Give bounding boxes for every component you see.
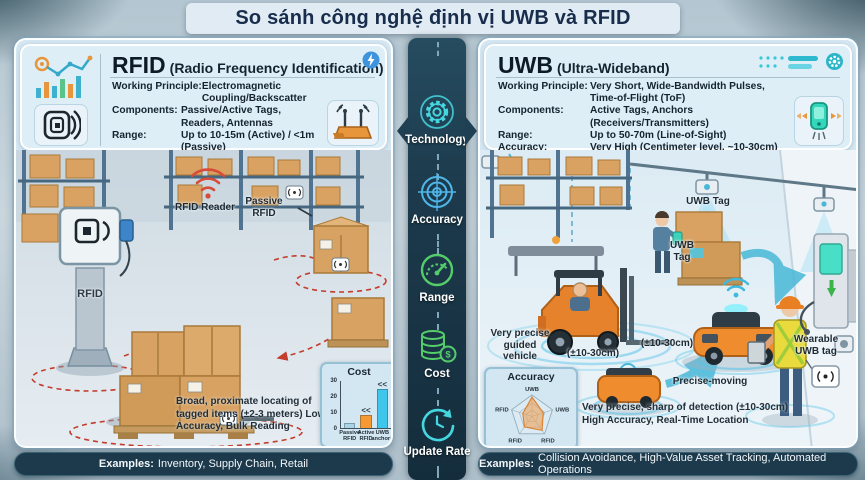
uwb-info-card: UWB(Ultra-Wideband) Working Principle:Ve… [484, 44, 852, 190]
signal-bars-icon [759, 56, 818, 69]
svg-text:UWB: UWB [525, 387, 539, 393]
gauge-icon [420, 253, 454, 287]
target-icon [418, 173, 456, 211]
spec-row: Components:Passive/Active Tags, Readers,… [112, 105, 282, 129]
wearable-tag-label: Wearable UWB tag [793, 334, 839, 357]
ceiling-rail [629, 162, 856, 192]
divider [437, 388, 439, 406]
uwb-name: UWB [498, 52, 553, 78]
divider [100, 54, 101, 146]
rfid-examples-bar: Examples: Inventory, Supply Chain, Retai… [14, 452, 393, 476]
svg-text:RFID: RFID [508, 439, 522, 445]
warehouse-rack [169, 150, 360, 230]
rfid-kiosk-label: RFID [77, 288, 103, 300]
accuracy-radar-chart: Accuracy UWB UWB RFID RFID RFID [484, 367, 578, 446]
svg-text:RFID: RFID [541, 439, 555, 445]
uwb-note: Very precise, sharp of detection (±10-30… [582, 402, 789, 426]
charging-station [799, 233, 856, 335]
uwb-examples-label: Examples: [479, 458, 535, 470]
rfid-antenna-icon [327, 100, 379, 146]
rfid-scene: RFID Reader Passive RFID RFID Broad, pro… [16, 150, 393, 446]
chart-icon [34, 55, 93, 98]
svg-text:$: $ [445, 350, 451, 361]
comparison-item-technology: Technology [405, 92, 469, 146]
uwb-subtitle: (Ultra-Wideband) [556, 60, 670, 76]
clock-refresh-icon [421, 408, 455, 442]
rfid-tag-icon [34, 104, 88, 146]
agv-car [675, 277, 801, 375]
bolt-icon [362, 51, 380, 69]
svg-text:UWB: UWB [555, 408, 569, 414]
spec-row: Working Principle:Very Short, Wide-Bandw… [498, 81, 765, 105]
comparison-column: Technology Accuracy Range [397, 38, 477, 480]
coins-icon: $ [421, 330, 457, 363]
divider [437, 154, 439, 180]
spec-row: Range:Up to 10-15m (Active) / <1m (Passi… [112, 129, 315, 154]
comparison-item-update-rate: Update Rate [403, 404, 471, 458]
rfid-tag-chip-icon [219, 185, 350, 426]
divider [110, 77, 375, 78]
guided-vehicle-label: Very precise guided vehicle [490, 328, 550, 362]
worker-with-tag [653, 211, 743, 286]
page-title: So sánh công nghệ định vị UWB và RFID [235, 7, 631, 29]
cost-chart-title: Cost [347, 366, 371, 378]
divider [437, 312, 439, 330]
range-label-1: (±10-30cm) [566, 348, 620, 359]
rfid-note: Broad, proximate locating of tagged item… [176, 396, 326, 432]
spec-row: Components:Active Tags, Anchors (Receive… [498, 105, 709, 129]
agv-robot [575, 363, 681, 419]
title-bar: So sánh công nghệ định vị UWB và RFID [186, 3, 680, 34]
uwb-examples-text: Collision Avoidance, High-Value Asset Tr… [538, 452, 827, 476]
wall-device-icon [834, 335, 854, 353]
cost-chart-plot: Passive RFID<<Active RFID<<UWB anchors [339, 380, 393, 443]
precise-moving-label: Precise-moving [672, 376, 748, 387]
rfid-reader-signal-icon [190, 168, 226, 199]
accuracy-chart-title: Accuracy [507, 371, 555, 383]
rfid-examples-text: Inventory, Supply Chain, Retail [157, 458, 309, 470]
divider [437, 234, 439, 254]
rfid-kiosk [56, 206, 134, 376]
rfid-name: RFID [112, 52, 166, 78]
divider [437, 42, 439, 56]
gear-icon [826, 53, 843, 70]
svg-text:RFID: RFID [495, 408, 509, 414]
comparison-item-range: Range [408, 250, 466, 304]
spec-row: Range:Up to 50-70m (Line-of-Sight) [498, 129, 727, 141]
rfid-panel: RFID(Radio Frequency Identification) Wor… [14, 38, 393, 448]
comparison-item-cost: $ Cost [408, 326, 466, 380]
rfid-examples-label: Examples: [98, 458, 154, 470]
rfid-reader-label: RFID Reader [174, 202, 235, 213]
rfid-subtitle: (Radio Frequency Identification) [169, 60, 384, 76]
pallet-stack [113, 325, 255, 439]
accuracy-radar-svg: UWB UWB RFID RFID RFID [495, 387, 569, 445]
forklift [538, 268, 672, 355]
rfid-header: RFID(Radio Frequency Identification) [112, 52, 384, 79]
pallet-boxes-right [327, 297, 389, 348]
rfid-info-card: RFID(Radio Frequency Identification) Wor… [20, 44, 387, 202]
uwb-tag-label-2: UWB Tag [670, 240, 694, 263]
comparison-item-accuracy: Accuracy [408, 172, 466, 226]
uwb-tag-label-1: UWB Tag [686, 196, 730, 207]
spec-row: Accuracy:Very High (Centimeter level, ~1… [498, 142, 778, 154]
uwb-scene-illustration [480, 150, 856, 446]
passive-rfid-label: Passive RFID [245, 196, 283, 219]
divider [437, 466, 439, 478]
divider [496, 77, 840, 78]
range-label-2: (±10-30cm) [640, 338, 694, 349]
uwb-panel: UWB(Ultra-Wideband) Working Principle:Ve… [478, 38, 858, 448]
uwb-scene: UWB Tag UWB Tag Very precise guided vehi… [480, 150, 856, 446]
rack-boxes [175, 156, 341, 206]
gear-icon [420, 95, 454, 129]
worker-wearable [745, 296, 840, 428]
uwb-tag-icon [794, 96, 844, 146]
uwb-header: UWB(Ultra-Wideband) [498, 52, 670, 79]
uwb-examples-bar: Examples: Collision Avoidance, High-Valu… [478, 452, 858, 476]
spec-row: Working Principle:Electromagnetic Coupli… [112, 81, 307, 105]
rfid-scene-illustration [16, 150, 391, 446]
